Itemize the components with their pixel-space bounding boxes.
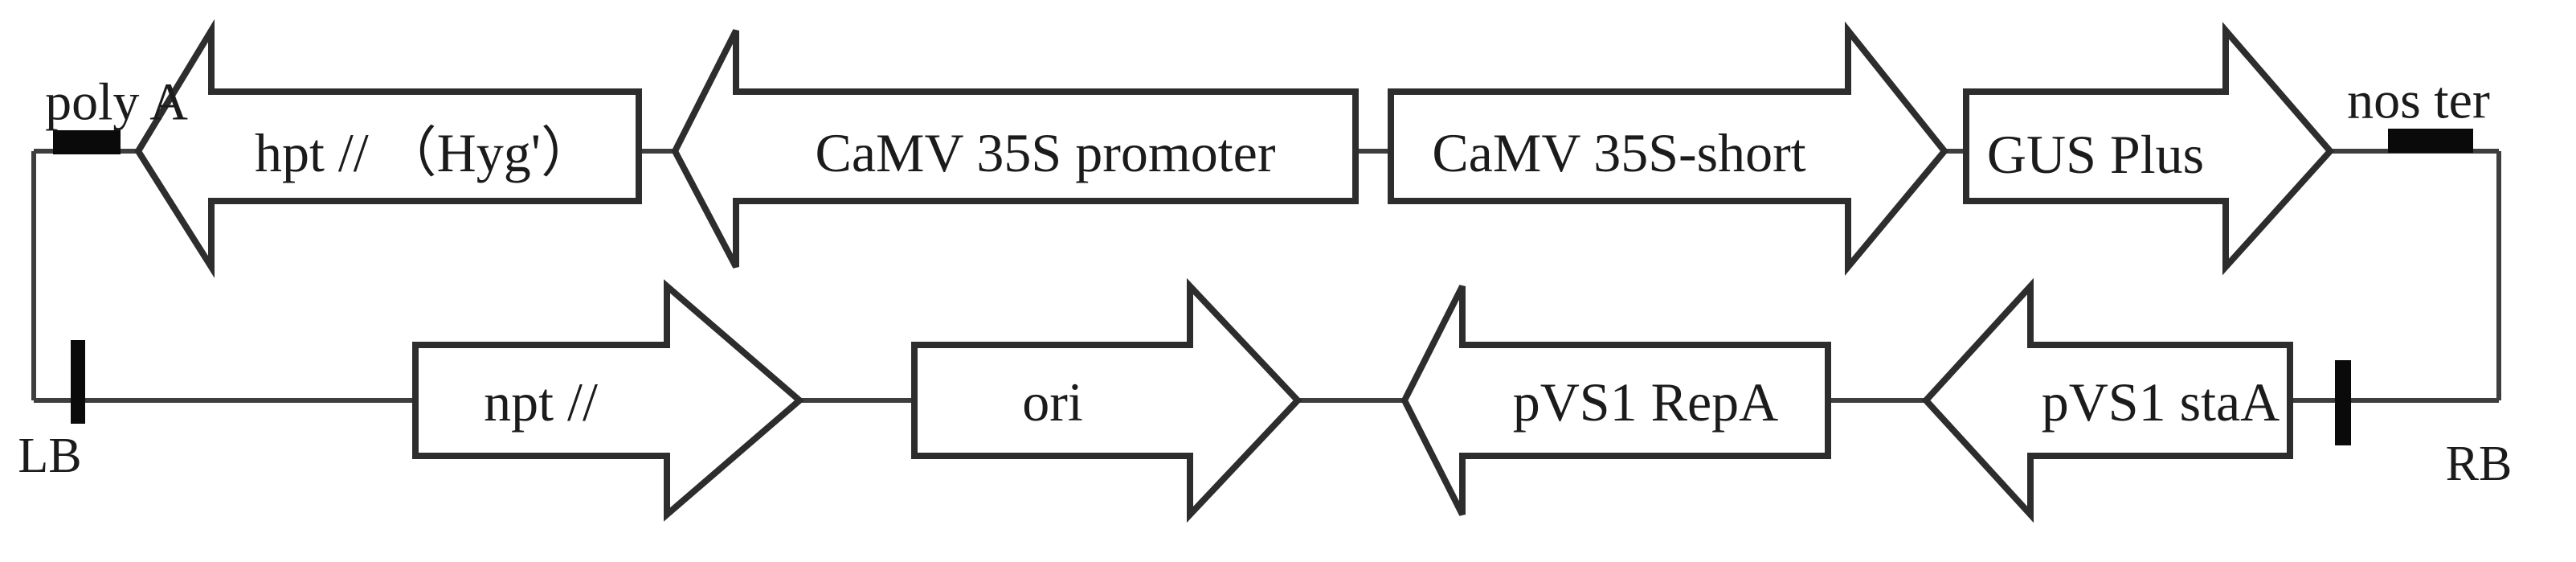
pvs1-staa-label: pVS1 staA bbox=[2042, 371, 2280, 433]
right-border-marker bbox=[2335, 360, 2351, 445]
polya-label: poly A bbox=[45, 73, 188, 132]
camv35s-short-arrow bbox=[1388, 21, 1949, 277]
ori-arrow bbox=[911, 277, 1302, 523]
pvs1-repa-arrow bbox=[1400, 285, 1831, 516]
ori-label: ori bbox=[1022, 371, 1083, 433]
gus-plus-arrow bbox=[1963, 22, 2335, 276]
pvs1-staa-arrow bbox=[1921, 277, 2293, 523]
lb-label: LB bbox=[18, 429, 81, 483]
left-border-marker bbox=[71, 340, 85, 424]
camv35s-promoter-label: CaMV 35S promoter bbox=[816, 122, 1276, 183]
hpt-gene-label: hpt // （Hyg'） bbox=[255, 122, 595, 183]
hpt-gene-arrow bbox=[134, 18, 642, 278]
npt-gene-label: npt // bbox=[484, 371, 598, 433]
camv35s-promoter-arrow bbox=[671, 29, 1359, 269]
npt-gene-arrow bbox=[412, 279, 805, 522]
camv35s-short-label: CaMV 35S-short bbox=[1432, 122, 1805, 183]
polya-site-marker bbox=[53, 130, 121, 154]
noster-site-marker bbox=[2388, 129, 2473, 153]
noster-label: nos ter bbox=[2347, 72, 2490, 130]
pvs1-repa-label: pVS1 RepA bbox=[1513, 371, 1779, 433]
gus-plus-label: GUS Plus bbox=[1987, 124, 2204, 185]
rb-label: RB bbox=[2446, 437, 2513, 491]
